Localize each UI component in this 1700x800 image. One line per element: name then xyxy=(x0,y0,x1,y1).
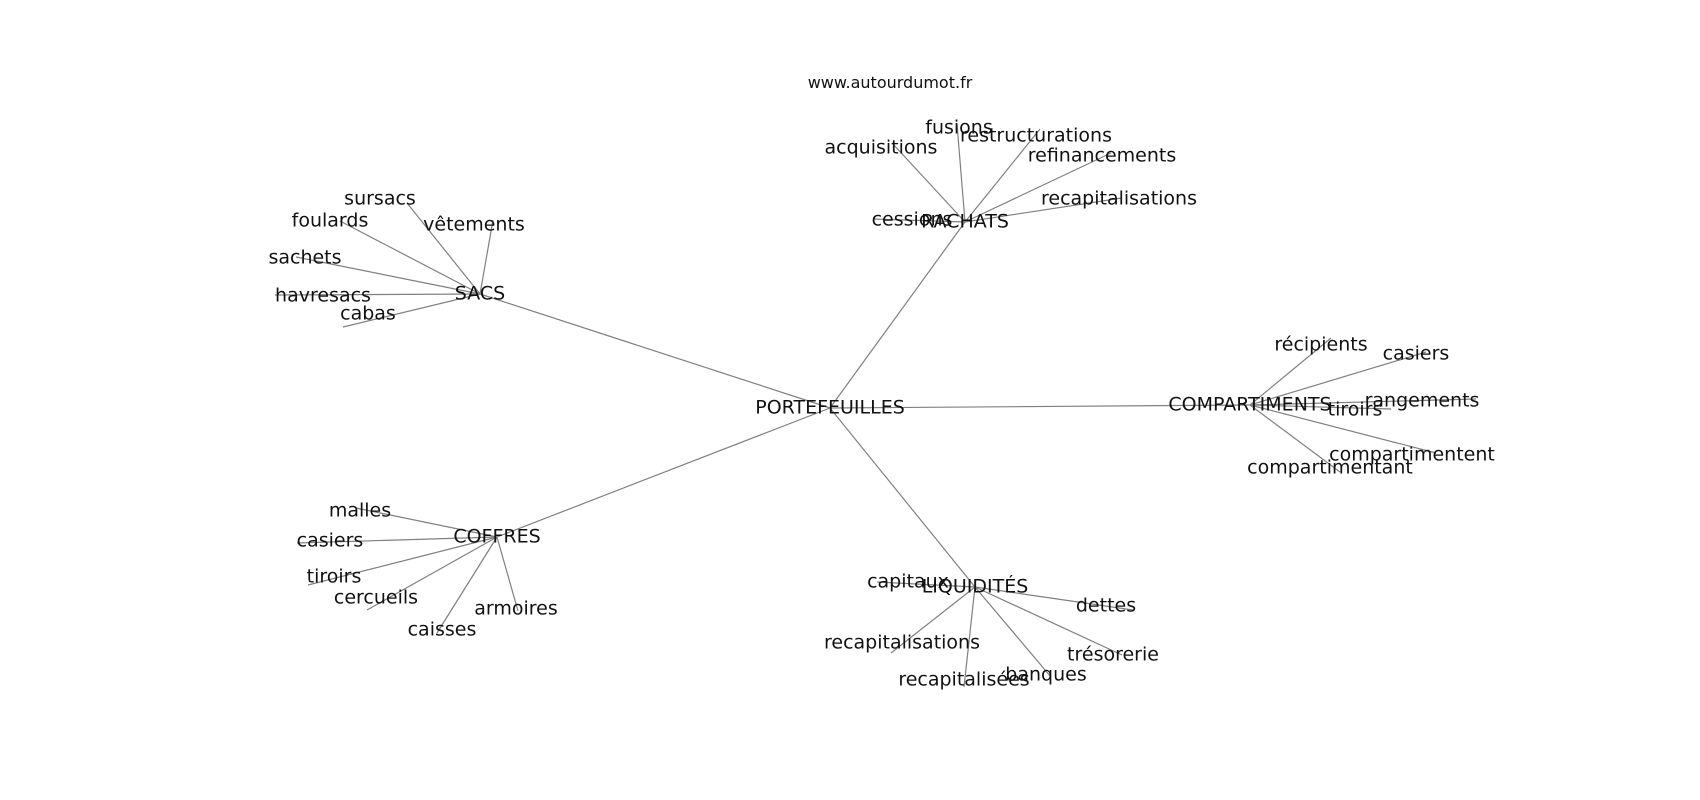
group-node-liquidites: LIQUIDITÉS xyxy=(922,575,1029,598)
edge-sacs-to-havresacs xyxy=(274,293,481,296)
edge-rachats-to-restructurations xyxy=(964,128,1041,223)
edge-liquidites-to-recapitalisees xyxy=(963,586,976,688)
word-node-compartiments-tiroirs: tiroirs xyxy=(1328,399,1383,421)
word-node-coffres-caisses: caisses xyxy=(408,619,477,641)
edge-rachats-to-cessions xyxy=(872,218,966,223)
edge-compartiments-to-compartimentent xyxy=(1249,404,1437,454)
word-node-rachats-refinancements: refinancements xyxy=(1028,145,1177,167)
edge-liquidites-to-dettes xyxy=(974,586,1134,611)
edge-compartiments-to-rangements xyxy=(1249,398,1477,406)
word-node-rachats-fusions: fusions xyxy=(925,117,992,139)
edge-liquidites-to-recapitalisations xyxy=(890,586,976,654)
word-node-rachats-cessions: cessions xyxy=(872,209,953,231)
edge-center-to-liquidites xyxy=(829,407,976,588)
edge-sacs-to-sursacs xyxy=(406,202,481,295)
word-node-rachats-recapitalisations: recapitalisations xyxy=(1041,188,1197,210)
edge-rachats-to-acquisitions xyxy=(892,143,966,223)
edge-coffres-to-caisses xyxy=(436,536,498,634)
word-node-sacs-foulards: foulards xyxy=(292,210,369,232)
word-node-compartiments-casiers: casiers xyxy=(1383,343,1450,365)
edge-sacs-to-vetements xyxy=(479,219,494,295)
word-node-liquidites-recapitalisations: recapitalisations xyxy=(824,632,980,654)
edge-compartiments-to-tiroirs xyxy=(1249,404,1392,410)
group-node-rachats: RACHATS xyxy=(921,211,1009,233)
edges xyxy=(274,123,1477,688)
word-node-compartiments-recipients: récipients xyxy=(1274,334,1367,356)
word-node-coffres-cercueils: cercueils xyxy=(334,587,418,609)
group-node-compartiments: COMPARTIMENTS xyxy=(1168,394,1331,416)
edge-coffres-to-malles xyxy=(355,507,498,538)
edge-liquidites-to-tresorerie xyxy=(974,586,1123,656)
edge-liquidites-to-capitaux xyxy=(876,581,976,588)
edge-rachats-to-refinancements xyxy=(964,152,1112,223)
edge-coffres-to-casiers xyxy=(296,536,498,544)
edge-center-to-compartiments xyxy=(829,404,1251,409)
word-node-rachats-restructurations: restructurations xyxy=(960,125,1112,147)
word-node-liquidites-tresorerie: trésorerie xyxy=(1067,644,1159,666)
word-node-liquidites-capitaux: capitaux xyxy=(867,571,949,593)
edge-liquidites-to-banques xyxy=(974,586,1052,678)
edge-coffres-to-cercueils xyxy=(366,536,498,611)
edge-coffres-to-armoires xyxy=(496,536,519,612)
word-node-sacs-cabas: cabas xyxy=(340,303,396,325)
edge-sacs-to-sachets xyxy=(295,256,481,295)
word-node-compartiments-compartimentant: compartimentant xyxy=(1247,457,1413,479)
group-node-coffres: COFFRES xyxy=(453,526,540,548)
edge-center-to-sacs xyxy=(479,293,831,409)
word-node-coffres-tiroirs: tiroirs xyxy=(307,566,362,588)
word-node-liquidites-recapitalisees: recapitalisées xyxy=(898,669,1029,691)
edge-sacs-to-cabas xyxy=(342,293,481,328)
edge-rachats-to-fusions xyxy=(956,123,966,223)
edge-compartiments-to-compartimentant xyxy=(1249,404,1341,473)
edge-center-to-rachats xyxy=(829,221,966,409)
edge-center-to-coffres xyxy=(496,407,831,538)
word-node-compartiments-rangements: rangements xyxy=(1365,390,1480,412)
word-node-liquidites-dettes: dettes xyxy=(1076,595,1136,617)
edge-compartiments-to-recipients xyxy=(1249,337,1332,406)
word-node-coffres-malles: malles xyxy=(329,500,391,522)
word-node-sacs-havresacs: havresacs xyxy=(275,285,371,307)
word-node-liquidites-banques: banques xyxy=(1005,664,1086,686)
edge-coffres-to-tiroirs xyxy=(307,536,498,586)
word-node-coffres-armoires: armoires xyxy=(474,598,558,620)
word-node-coffres-casiers: casiers xyxy=(297,530,364,552)
center-node-label: PORTEFEUILLES xyxy=(755,397,905,419)
edge-compartiments-to-casiers xyxy=(1249,351,1427,406)
edge-sacs-to-foulards xyxy=(339,220,481,295)
source-watermark: www.autourdumot.fr xyxy=(808,73,973,92)
word-node-sacs-sachets: sachets xyxy=(268,247,341,269)
word-node-sacs-vetements: vêtements xyxy=(423,214,525,236)
group-node-sacs: SACS xyxy=(455,283,505,305)
word-node-sacs-sursacs: sursacs xyxy=(344,188,416,210)
word-node-compartiments-compartimentent: compartimentent xyxy=(1329,444,1495,466)
edge-rachats-to-recapitalisations xyxy=(964,197,1123,223)
word-node-rachats-acquisitions: acquisitions xyxy=(825,137,938,159)
